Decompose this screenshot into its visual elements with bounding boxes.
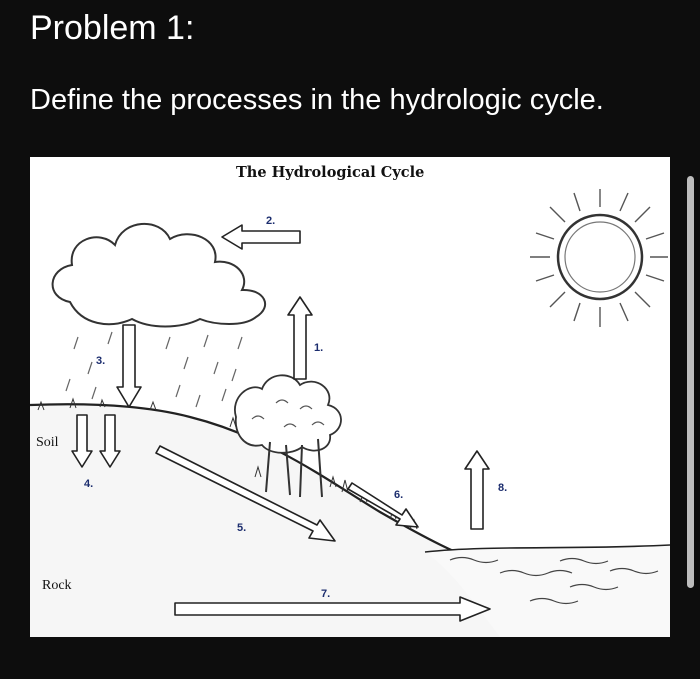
- label-4: 4.: [84, 478, 93, 490]
- diagram-title: The Hydrological Cycle: [236, 164, 424, 181]
- arrow-icon: [116, 324, 142, 408]
- arrow-icon: [71, 414, 93, 468]
- label-8: 8.: [498, 482, 507, 494]
- arrow-icon: [287, 296, 313, 380]
- label-7: 7.: [321, 588, 330, 600]
- cloud-icon: [51, 223, 267, 328]
- label-6: 6.: [394, 489, 403, 501]
- arrow-icon: [347, 482, 419, 528]
- rock-label: Rock: [42, 578, 72, 593]
- label-5: 5.: [237, 522, 246, 534]
- arrows: [71, 224, 491, 622]
- arrow-icon: [221, 224, 301, 250]
- soil-label: Soil: [36, 435, 59, 450]
- label-2: 2.: [266, 215, 275, 227]
- arrow-icon: [174, 596, 491, 622]
- ocean-water: [424, 544, 670, 637]
- tree-icon: [234, 374, 349, 498]
- problem-question: Define the processes in the hydrologic c…: [30, 84, 604, 116]
- scrollbar[interactable]: [687, 176, 694, 588]
- arrow-icon: [99, 414, 121, 468]
- problem-heading: Problem 1:: [30, 9, 195, 47]
- arrow-icon: [464, 450, 490, 530]
- rain: [65, 331, 243, 408]
- label-1: 1.: [314, 342, 323, 354]
- diagram-canvas: The Hydrological Cycle: [30, 164, 670, 637]
- sun-icon: [530, 189, 668, 327]
- hydrologic-cycle-diagram: The Hydrological Cycle: [30, 157, 670, 637]
- arrow-icon: [155, 445, 336, 542]
- label-3: 3.: [96, 355, 105, 367]
